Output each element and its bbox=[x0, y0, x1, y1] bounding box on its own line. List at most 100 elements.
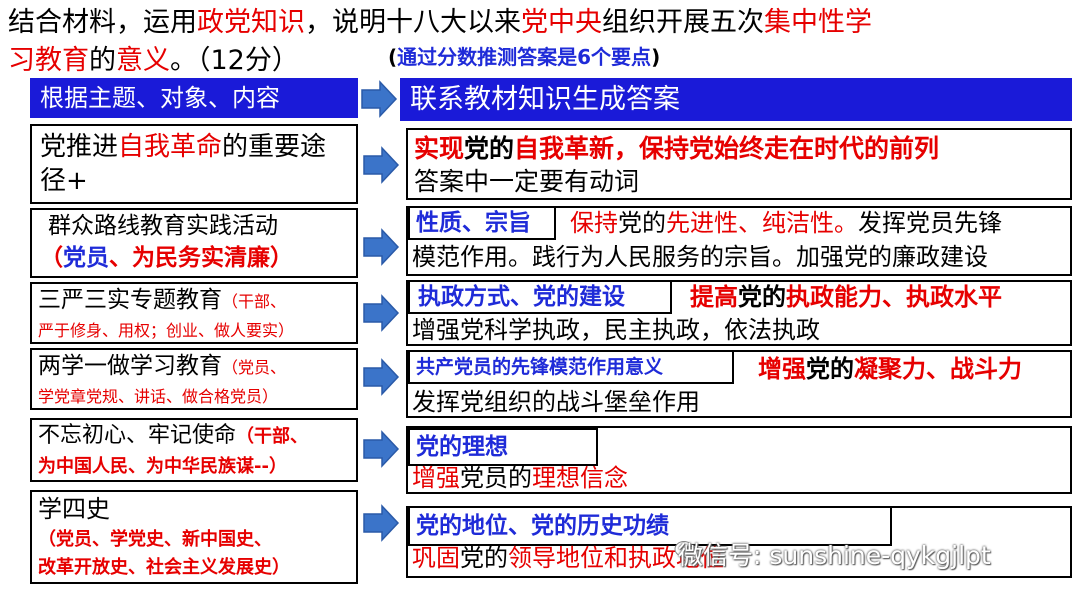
answer-line-2: 增强党科学执政，民主执政，依法执政 bbox=[412, 314, 820, 346]
text-run: 提高 bbox=[690, 283, 738, 311]
question-line-2: 习教育的意义。（12分） bbox=[8, 44, 299, 78]
text-run: 学党章党规、讲话、做合格党员） bbox=[38, 387, 279, 406]
text-run: 增强 bbox=[758, 355, 806, 383]
answer-line-1: 保持党的先进性、纯洁性。发挥党员先锋 bbox=[570, 206, 1002, 240]
answer-line-1: 实现党的自我革新，保持党始终走在时代的前列 bbox=[414, 132, 1064, 165]
right-arrow-icon bbox=[363, 294, 400, 332]
left-box-mass-line: 群众路线教育实践活动 （党员、为民务实清廉） bbox=[30, 208, 358, 278]
text-run: 习教育 bbox=[8, 45, 89, 76]
text-run: ) bbox=[651, 45, 661, 69]
text-run: 组织开展五次 bbox=[602, 7, 764, 38]
text-run: 不忘初心、牢记使命 bbox=[38, 423, 237, 448]
left-box-main-text: 三严三实专题教育（干部、 bbox=[38, 284, 350, 318]
text-run: ( bbox=[388, 45, 398, 69]
text-run: 集中性学 bbox=[764, 7, 872, 38]
text-run: 党的 bbox=[738, 283, 786, 311]
text-run: （党员、 bbox=[222, 358, 287, 377]
left-box-sub-text: 为中国人民、为中华民族谋--） bbox=[38, 453, 350, 481]
left-box-four-histories: 学四史 （党员、学党史、新中国史、 改革开放史、社会主义发展史） bbox=[30, 490, 358, 584]
text-run: 党的 bbox=[806, 355, 854, 383]
knowledge-tag-vanguard: 共产党员的先锋模范作用意义 bbox=[408, 350, 734, 384]
text-run: 发挥党组织的战斗堡垒作用 bbox=[412, 388, 700, 416]
left-box-main-text: 学四史 bbox=[38, 492, 350, 526]
text-run: 的重要途径+ bbox=[40, 132, 327, 196]
text-run: 的 bbox=[89, 45, 116, 76]
text-run: （干部、 bbox=[236, 426, 309, 447]
left-box-main-text: 两学一做学习教育（党员、 bbox=[38, 350, 350, 384]
answer-line-2: 模范作用。践行为人民服务的宗旨。加强党的廉政建设 bbox=[412, 240, 988, 274]
left-box-two-studies: 两学一做学习教育（党员、 学党章党规、讲话、做合格党员） bbox=[30, 348, 358, 410]
left-box-sub-text-2: 改革开放史、社会主义发展史） bbox=[38, 554, 350, 582]
header-left: 根据主题、对象、内容 bbox=[30, 78, 358, 118]
left-box-main-text: 群众路线教育实践活动 bbox=[40, 210, 348, 242]
left-box-sub-text: 严于修身、用权；创业、做人要实） bbox=[38, 318, 350, 344]
right-arrow-icon bbox=[363, 228, 400, 266]
answer-line-1: 增强党员的理想信念 bbox=[412, 462, 628, 494]
text-run: 通过分数推测答案是6个要点 bbox=[397, 45, 652, 69]
text-run: 自我革命 bbox=[118, 132, 223, 162]
right-arrow-icon bbox=[363, 504, 400, 542]
text-run: （ bbox=[40, 245, 63, 271]
text-run: 学四史 bbox=[38, 495, 110, 523]
text-run: 党员 bbox=[63, 245, 109, 271]
text-run: 党的 bbox=[464, 134, 515, 163]
text-run: 模范作用。践行为人民服务的宗旨。加强党的廉政建设 bbox=[412, 243, 988, 271]
text-run: 增强 bbox=[412, 464, 460, 492]
text-run: 理想信念 bbox=[532, 464, 628, 492]
knowledge-tag-governance: 执政方式、党的建设 bbox=[408, 280, 672, 314]
text-run: 为中国人民、为中华民族谋--） bbox=[38, 456, 287, 477]
question-line-1: 结合材料，运用政党知识，说明十八大以来党中央组织开展五次集中性学 bbox=[8, 6, 872, 40]
text-run: 先进性、纯洁性。 bbox=[666, 209, 858, 237]
text-run: 三严三实专题教育 bbox=[38, 287, 222, 313]
left-box-sub-text: （党员、学党史、新中国史、 bbox=[38, 526, 350, 554]
text-run: 结合材料，运用 bbox=[8, 7, 197, 38]
text-run: 党员的 bbox=[460, 464, 532, 492]
header-right: 联系教材知识生成答案 bbox=[400, 78, 1072, 121]
knowledge-tag-status: 党的地位、党的历史功绩 bbox=[408, 506, 892, 546]
text-run: 巩固 bbox=[412, 544, 460, 572]
left-box-three-stricts: 三严三实专题教育（干部、 严于修身、用权；创业、做人要实） bbox=[30, 282, 358, 344]
left-box-sub-text: 学党章党规、讲话、做合格党员） bbox=[38, 384, 350, 410]
header-arrow-icon bbox=[361, 80, 398, 118]
text-run: 群众路线教育实践活动 bbox=[48, 213, 278, 239]
text-run: 。（12分） bbox=[170, 45, 299, 76]
knowledge-tag-ideal: 党的理想 bbox=[408, 428, 598, 466]
text-run: 党推进 bbox=[40, 132, 119, 162]
right-arrow-icon bbox=[363, 146, 400, 184]
answer-line-2: 答案中一定要有动词 bbox=[414, 165, 1064, 198]
left-box-main-text: 不忘初心、牢记使命（干部、 bbox=[38, 420, 350, 453]
knowledge-tag-nature-purpose: 性质、宗旨 bbox=[408, 206, 556, 240]
text-run: 凝聚力、战斗力 bbox=[854, 355, 1022, 383]
text-run: 政党知识 bbox=[197, 7, 305, 38]
answer-box-1: 实现党的自我革新，保持党始终走在时代的前列 答案中一定要有动词 bbox=[406, 128, 1072, 200]
text-run: 实现 bbox=[414, 134, 465, 163]
text-run: 增强党科学执政，民主执政，依法执政 bbox=[412, 316, 820, 344]
text-run: 、为民务实清廉） bbox=[109, 245, 293, 271]
left-box-original-mission: 不忘初心、牢记使命（干部、 为中国人民、为中华民族谋--） bbox=[30, 418, 358, 482]
score-hint: (通过分数推测答案是6个要点) bbox=[388, 44, 660, 70]
text-run: 意义 bbox=[116, 45, 170, 76]
text-run: 保持 bbox=[570, 209, 618, 237]
wechat-icon bbox=[674, 541, 700, 560]
text-run: 党的 bbox=[460, 544, 508, 572]
text-run: 党中央 bbox=[521, 7, 602, 38]
answer-line-2: 发挥党组织的战斗堡垒作用 bbox=[412, 386, 700, 418]
left-box-self-revolution: 党推进自我革命的重要途径+ bbox=[30, 124, 358, 204]
text-run: 答案中一定要有动词 bbox=[414, 167, 640, 196]
text-run: （党员、学党史、新中国史、 bbox=[38, 529, 272, 550]
text-run: 严于修身、用权；创业、做人要实） bbox=[38, 321, 295, 340]
watermark-text: 微信号: sunshine-qykgjlpt bbox=[678, 541, 991, 570]
text-run: 改革开放史、社会主义发展史） bbox=[38, 557, 290, 578]
answer-box-3 bbox=[406, 280, 1072, 346]
text-run: 执政能力、执政水平 bbox=[786, 283, 1002, 311]
left-box-sub-text: （党员、为民务实清廉） bbox=[40, 242, 348, 274]
text-run: 党的 bbox=[618, 209, 666, 237]
left-box-main-text: 党推进自我革命的重要途径+ bbox=[40, 130, 348, 198]
right-arrow-icon bbox=[363, 358, 400, 396]
answer-line-1: 增强党的凝聚力、战斗力 bbox=[758, 352, 1022, 386]
text-run: 自我革新，保持党始终走在时代的前列 bbox=[514, 134, 940, 163]
right-arrow-icon bbox=[363, 430, 400, 468]
text-run: ，说明十八大以来 bbox=[305, 7, 521, 38]
answer-line-1: 提高党的执政能力、执政水平 bbox=[690, 280, 1002, 314]
text-run: 两学一做学习教育 bbox=[38, 353, 222, 379]
